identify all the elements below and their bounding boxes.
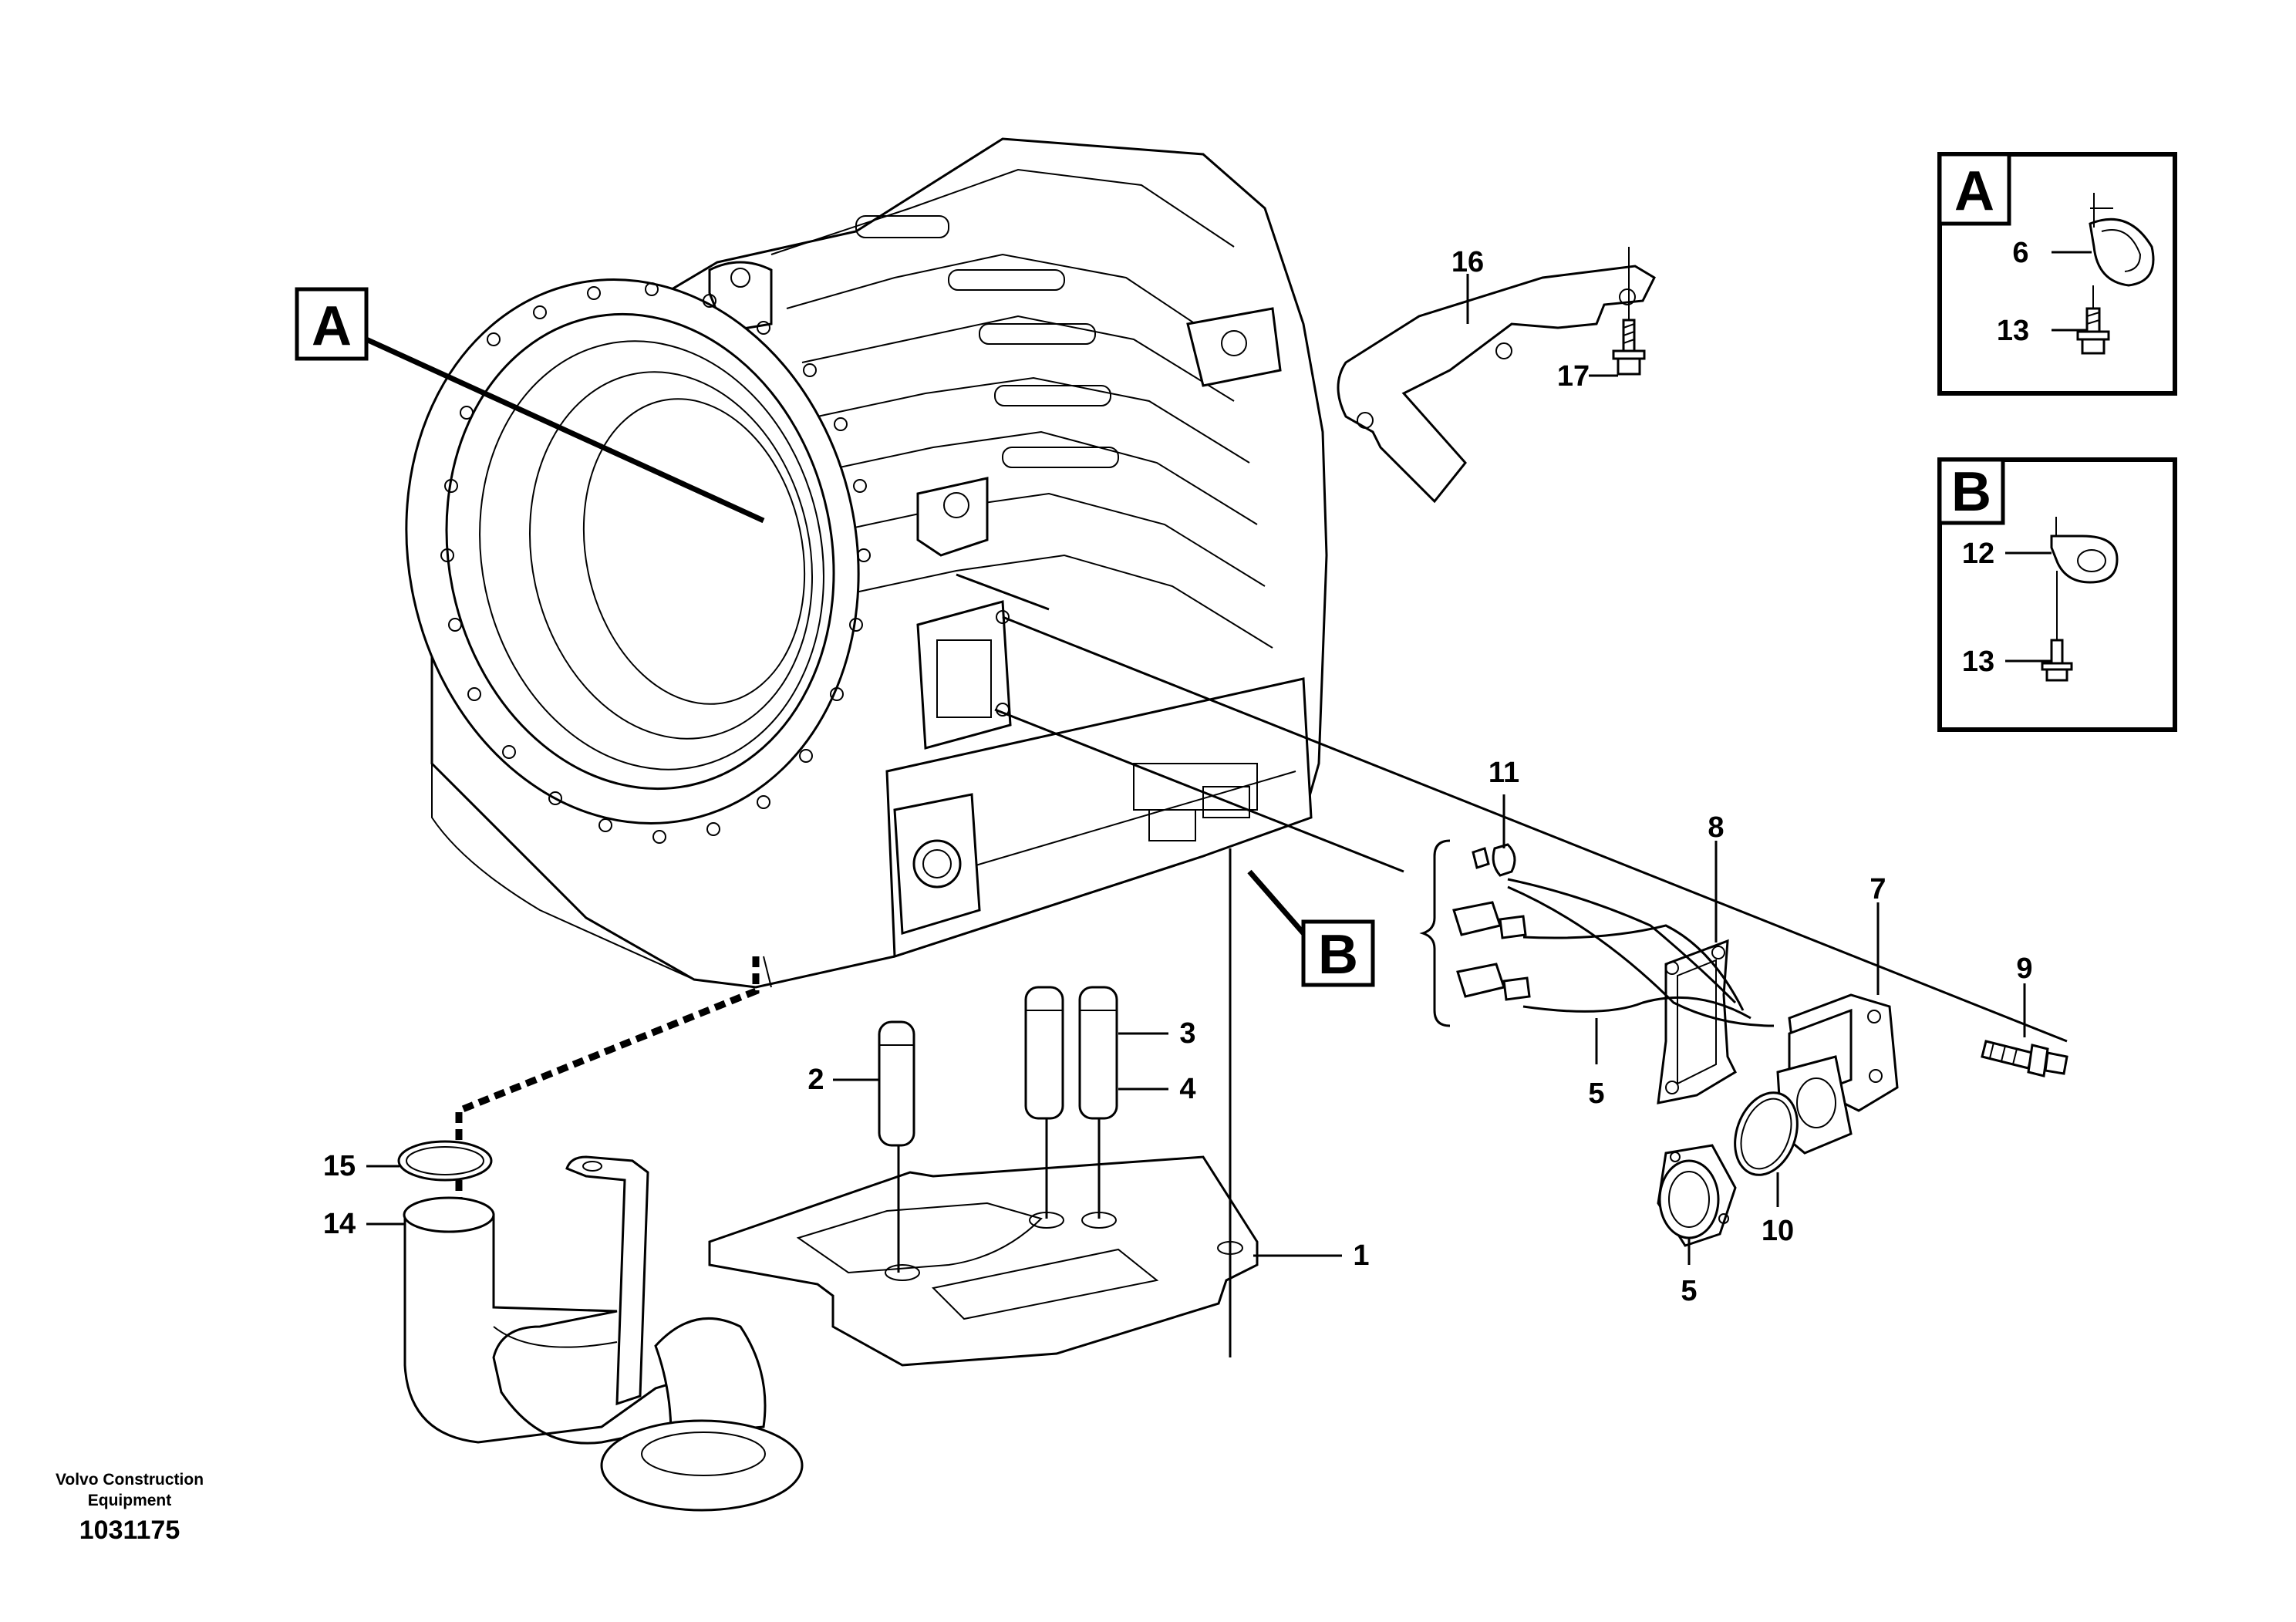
bolt-17: 17 xyxy=(1557,247,1646,393)
detail-letter-b: B xyxy=(1951,461,1991,523)
sensor-assembly: 11 8 5 xyxy=(956,573,2068,1110)
label-8: 8 xyxy=(1708,811,1724,844)
callout-letter-a: A xyxy=(312,295,352,357)
brand-line-1: Volvo Construction xyxy=(56,1471,204,1489)
document-number: 1031175 xyxy=(79,1516,180,1545)
label-17: 17 xyxy=(1557,360,1590,393)
label-10: 10 xyxy=(1762,1215,1794,1247)
clamp-part-12 xyxy=(2050,534,2119,584)
bracket-16: 16 xyxy=(1337,246,1656,504)
label-2: 2 xyxy=(807,1064,824,1096)
label-4: 4 xyxy=(1179,1073,1195,1105)
label-7: 7 xyxy=(1870,873,1886,905)
callout-box-b xyxy=(1301,919,1375,987)
detail-box-a: A 6 13 xyxy=(1937,152,2177,396)
brand-line-2: Equipment xyxy=(88,1492,172,1509)
label-1: 1 xyxy=(1353,1239,1369,1272)
footer: Volvo Construction Equipment 1031175 xyxy=(56,1471,204,1545)
suction-pipe-14: 15 14 xyxy=(323,956,804,1512)
filter-4: 4 xyxy=(1078,986,1196,1219)
filter-2: 2 xyxy=(807,1020,915,1273)
label-13-a: 13 xyxy=(1997,315,2029,347)
label-15: 15 xyxy=(323,1150,356,1182)
label-6: 6 xyxy=(2012,237,2028,269)
speed-sensor-5: 5 xyxy=(1657,1144,1737,1307)
label-5-sensor: 5 xyxy=(1681,1275,1697,1307)
label-12: 12 xyxy=(1962,538,1994,570)
detail-box-b: B 12 13 xyxy=(1937,457,2177,732)
connector-11 xyxy=(1492,843,1516,877)
callout-letter-b: B xyxy=(1318,924,1358,986)
bell-housing-bolt-holes xyxy=(440,282,871,844)
label-3: 3 xyxy=(1179,1017,1195,1050)
o-ring-15 xyxy=(397,1140,493,1182)
callout-a-main: A xyxy=(295,287,765,524)
label-9: 9 xyxy=(2016,953,2032,985)
callout-b-main: B xyxy=(1247,869,1375,987)
callout-box-a xyxy=(295,287,369,361)
transmission-housing xyxy=(405,137,1328,989)
clamp-part-6 xyxy=(2089,218,2155,287)
label-16: 16 xyxy=(1451,246,1484,278)
label-14: 14 xyxy=(323,1208,356,1240)
label-13-b: 13 xyxy=(1962,646,1994,678)
bolt-9: 9 xyxy=(1981,953,2068,1077)
filter-3: 3 xyxy=(1024,986,1196,1219)
label-11: 11 xyxy=(1489,757,1519,789)
label-5-harness: 5 xyxy=(1588,1077,1604,1110)
detail-letter-a: A xyxy=(1954,160,1994,222)
o-ring-10: 10 xyxy=(1734,1091,1799,1247)
sensor-housing-7: 7 xyxy=(1776,873,1899,1155)
